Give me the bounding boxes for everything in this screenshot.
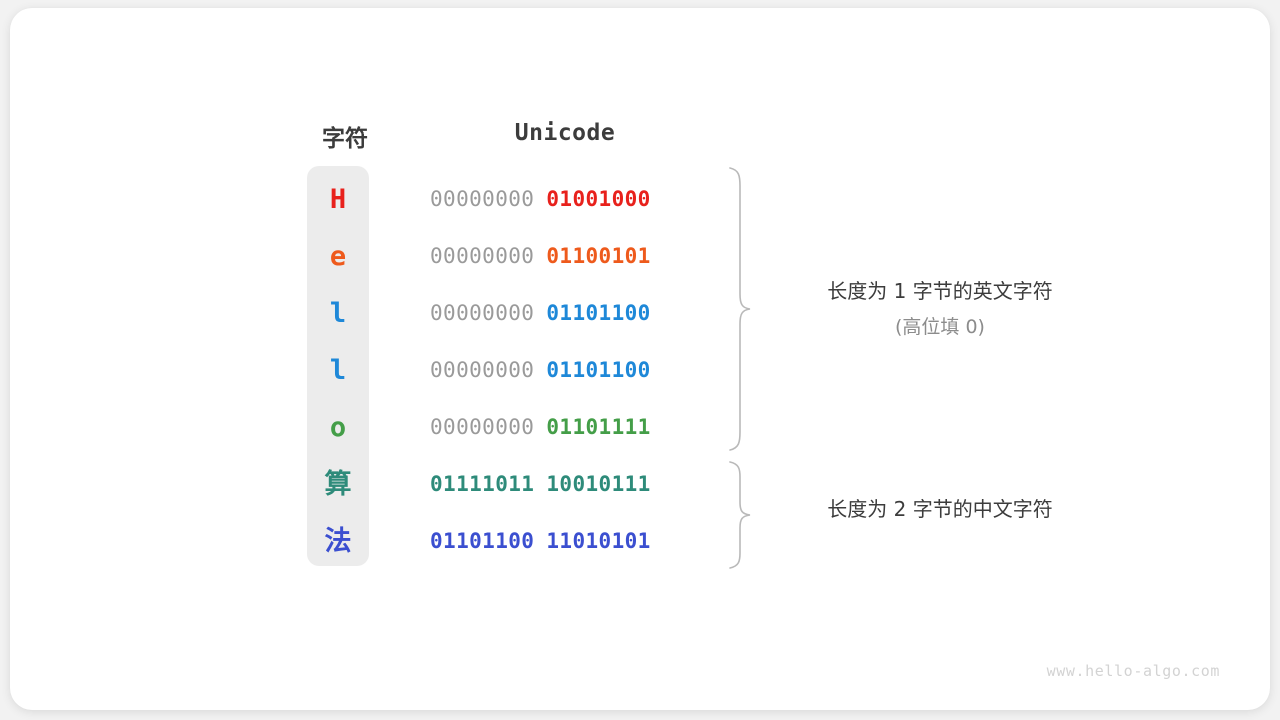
low-byte-4: 01101111 xyxy=(546,415,651,439)
low-byte-5: 10010111 xyxy=(546,472,651,496)
character-cell-3: l xyxy=(329,355,347,386)
diagram-stage: 字符 Unicode H e l l o 算 法 00000000 0100100… xyxy=(10,8,1270,710)
high-byte-5: 01111011 xyxy=(430,472,535,496)
high-byte-6: 01101100 xyxy=(430,529,535,553)
unicode-row-5: 01111011 10010111 xyxy=(430,456,702,513)
figure-card: 字符 Unicode H e l l o 算 法 00000000 0100100… xyxy=(10,8,1270,710)
low-byte-3: 01101100 xyxy=(546,358,651,382)
column-header-character: 字符 xyxy=(322,125,368,151)
character-cell-1: e xyxy=(329,241,347,272)
character-cell-2: l xyxy=(329,298,347,329)
annotation-ascii-main: 长度为 1 字节的英文字符 xyxy=(827,279,1053,303)
annotation-cjk: 长度为 2 字节的中文字符 xyxy=(790,491,1090,527)
character-cell-6: 法 xyxy=(324,526,352,557)
high-byte-2: 00000000 xyxy=(430,301,535,325)
unicode-row-1: 00000000 01100101 xyxy=(430,228,702,285)
column-header-unicode: Unicode xyxy=(514,120,616,146)
character-cell-0: H xyxy=(329,184,347,215)
character-cell-5: 算 xyxy=(324,469,352,500)
high-byte-3: 00000000 xyxy=(430,358,535,382)
character-column-background xyxy=(307,166,369,566)
unicode-row-0: 00000000 01001000 xyxy=(430,171,702,228)
unicode-row-2: 00000000 01101100 xyxy=(430,285,702,342)
high-byte-1: 00000000 xyxy=(430,244,535,268)
low-byte-0: 01001000 xyxy=(546,187,651,211)
high-byte-4: 00000000 xyxy=(430,415,535,439)
unicode-row-3: 00000000 01101100 xyxy=(430,342,702,399)
low-byte-1: 01100101 xyxy=(546,244,651,268)
annotation-ascii-sub: (高位填 0) xyxy=(895,316,985,338)
unicode-row-6: 01101100 11010101 xyxy=(430,513,702,570)
high-byte-0: 00000000 xyxy=(430,187,535,211)
brace-cjk-group xyxy=(729,461,751,569)
brace-ascii-group xyxy=(729,167,751,451)
annotation-cjk-main: 长度为 2 字节的中文字符 xyxy=(827,497,1053,521)
low-byte-6: 11010101 xyxy=(546,529,651,553)
site-watermark: www.hello-algo.com xyxy=(1046,662,1220,680)
unicode-row-4: 00000000 01101111 xyxy=(430,399,702,456)
low-byte-2: 01101100 xyxy=(546,301,651,325)
character-cell-4: o xyxy=(329,412,347,443)
annotation-ascii: 长度为 1 字节的英文字符 (高位填 0) xyxy=(790,273,1090,345)
